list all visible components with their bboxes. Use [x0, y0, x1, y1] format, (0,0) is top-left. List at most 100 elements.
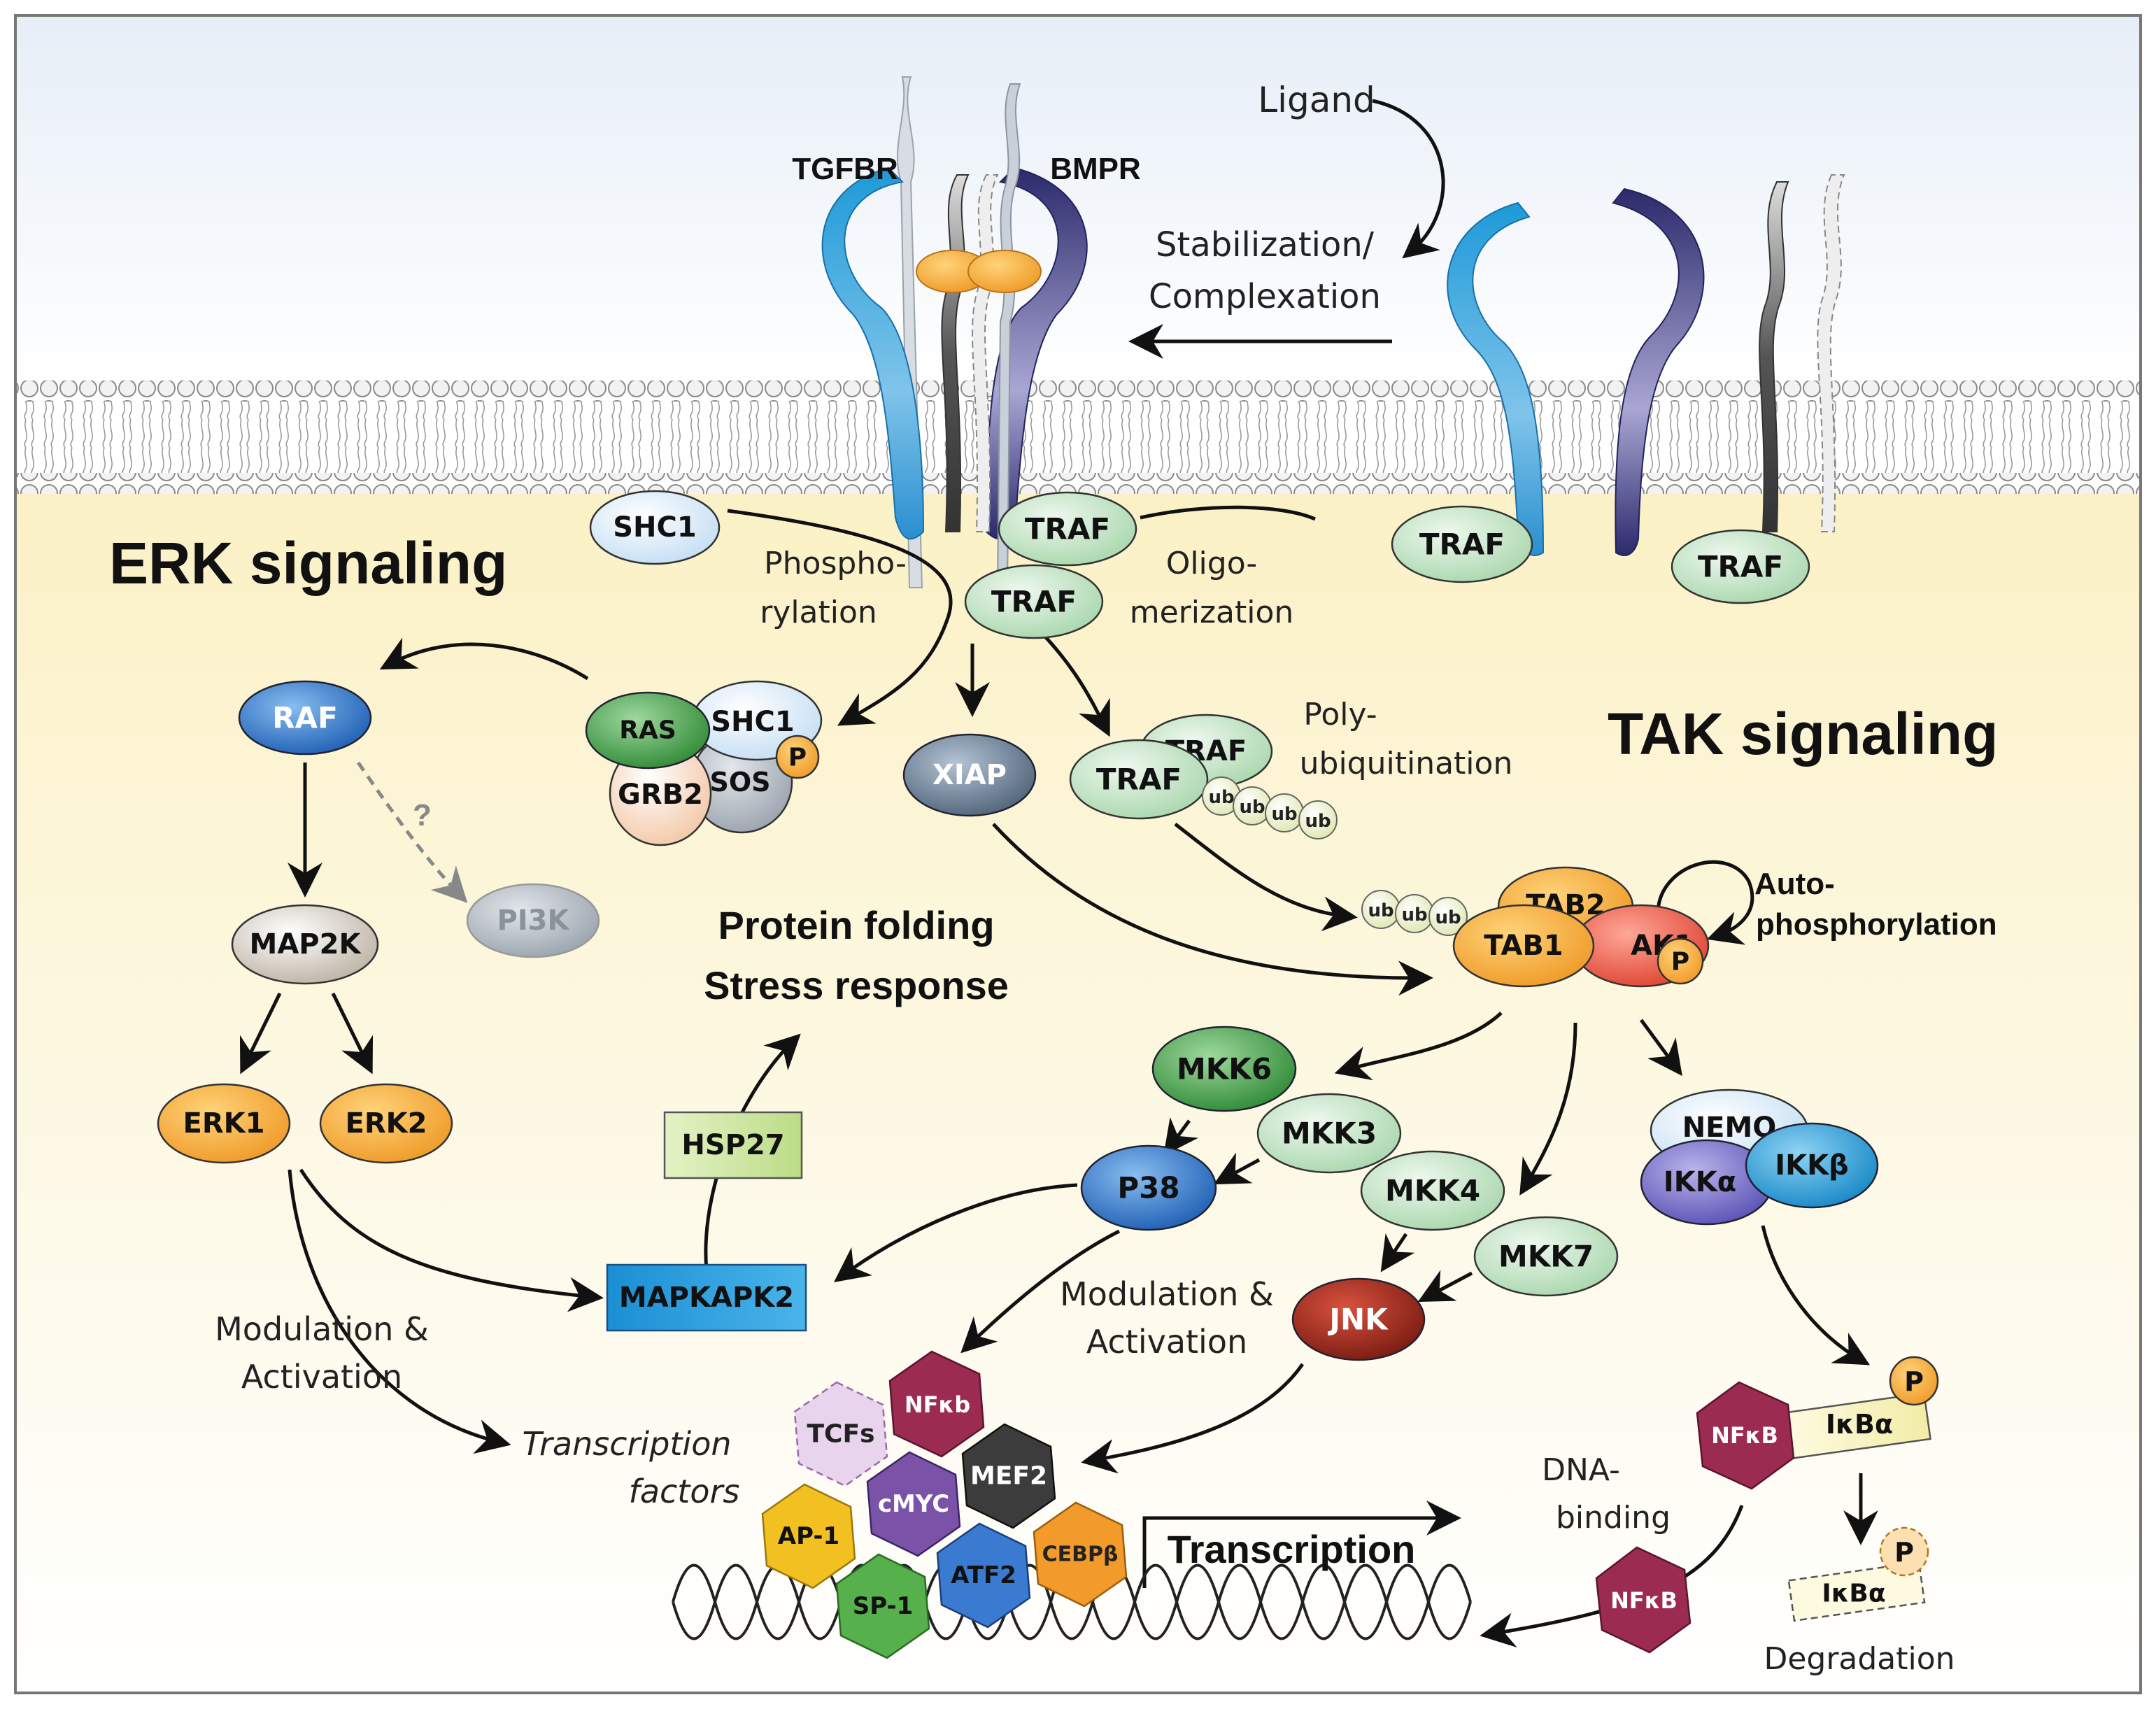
arrow-traf-oligo [1140, 505, 1317, 521]
svg-text:RAS: RAS [619, 716, 676, 745]
svg-text:ub: ub [1208, 787, 1234, 808]
xiap-node [902, 733, 1037, 817]
edges [239, 99, 1878, 1648]
svg-text:IκBα: IκBα [1826, 1409, 1893, 1440]
tf-nfkb [888, 1350, 985, 1458]
svg-text:SHC1: SHC1 [613, 511, 696, 544]
svg-text:NFκB: NFκB [1610, 1587, 1678, 1614]
svg-text:ub: ub [1401, 905, 1427, 926]
mkk7-node [1473, 1216, 1619, 1297]
traf-node-1 [998, 491, 1137, 567]
nfkb-right-hex [1696, 1381, 1795, 1490]
arrow-tak-mkk4 [1519, 1022, 1577, 1196]
jnk-node [1291, 1277, 1426, 1361]
extracellular-space [17, 17, 2139, 385]
raf-node [238, 680, 372, 756]
erk1-node [157, 1083, 291, 1164]
svg-text:ub: ub [1271, 804, 1297, 825]
receptor-navy-free [1612, 187, 1705, 556]
svg-text:ERK2: ERK2 [346, 1107, 427, 1140]
tab1-node [1452, 904, 1595, 988]
ikkb-node [1745, 1122, 1879, 1209]
svg-text:TRAF: TRAF [1096, 763, 1182, 797]
arrow-raf [379, 637, 589, 681]
label-dna-1: DNA- [1542, 1452, 1620, 1488]
label-polyub-1: Poly- [1303, 697, 1377, 732]
label-auto-2: phosphorylation [1756, 907, 1997, 942]
tf-ap1 [761, 1483, 856, 1589]
label-degradation: Degradation [1764, 1641, 1955, 1677]
label-dna-2: binding [1556, 1500, 1671, 1536]
arrow-map2k-erk1 [239, 992, 282, 1075]
phospho-3 [1889, 1356, 1939, 1406]
title-erk-signaling: ERK signaling [109, 530, 507, 596]
traf-node-3 [1391, 505, 1533, 583]
svg-text:MAPKAPK2: MAPKAPK2 [619, 1282, 794, 1314]
svg-text:ub: ub [1305, 811, 1331, 832]
svg-text:MEF2: MEF2 [970, 1462, 1047, 1491]
svg-text:ub: ub [1368, 900, 1393, 921]
label-mod-left-2: Activation [241, 1358, 402, 1396]
svg-text:SHC1: SHC1 [711, 706, 794, 738]
ras-node [585, 691, 711, 770]
svg-text:IκBα: IκBα [1822, 1580, 1885, 1608]
label-protein-folding: Protein folding [718, 903, 994, 947]
arrow-xiap-tak [992, 823, 1433, 996]
arrow-erk-tf [288, 1169, 511, 1454]
svg-text:IKKα: IKKα [1664, 1166, 1736, 1198]
label-transcription: Transcription [1168, 1527, 1416, 1571]
label-tf-2: factors [629, 1473, 740, 1510]
label-phospho-2: rylation [760, 595, 877, 630]
svg-text:XIAP: XIAP [932, 759, 1007, 791]
receptor-unbound-right [1447, 174, 1845, 556]
svg-text:TRAF: TRAF [1419, 527, 1505, 562]
svg-text:NFκb: NFκb [905, 1391, 970, 1418]
svg-text:SOS: SOS [709, 767, 770, 797]
label-mod-mid-1: Modulation & [1060, 1275, 1274, 1313]
traf-node-2 [964, 564, 1104, 639]
ikba-degraded-box [1787, 1561, 1926, 1622]
svg-text:GRB2: GRB2 [618, 779, 703, 811]
p38-node [1080, 1144, 1217, 1231]
erk2-node [319, 1083, 453, 1164]
svg-text:MKK7: MKK7 [1498, 1240, 1594, 1274]
svg-text:ub: ub [1239, 797, 1265, 818]
svg-text:ATF2: ATF2 [951, 1561, 1016, 1589]
ub-chain-tak: ub ub ub [1361, 890, 1468, 936]
label-polyub-2: ubiquitination [1300, 746, 1513, 781]
mapkapk2-box [606, 1263, 807, 1332]
tf-tcfs [793, 1381, 888, 1487]
arrow-jnk-tf [1081, 1363, 1305, 1474]
receptor-complex-left [821, 76, 1088, 588]
svg-text:ERK1: ERK1 [183, 1107, 265, 1140]
label-stress-response: Stress response [704, 963, 1009, 1007]
ligand-dimer-right [967, 250, 1042, 293]
arrow-erk-mapkapk2 [299, 1168, 604, 1312]
phospho-1 [775, 735, 820, 779]
label-complexation: Complexation [1149, 277, 1381, 316]
arrow-mkk6-p38 [1163, 1116, 1198, 1156]
tf-mef2 [961, 1423, 1056, 1529]
pi3k-node [466, 883, 600, 958]
mkk3-node [1256, 1093, 1402, 1174]
label-mod-left-1: Modulation & [215, 1310, 429, 1348]
arrow-ikk-ikba [1761, 1225, 1871, 1366]
arrow-p38-mapkapk2 [833, 1183, 1078, 1282]
traf-node-4 [1671, 529, 1810, 604]
phospho-2 [1657, 937, 1704, 985]
phospho-4 [1879, 1526, 1929, 1577]
map2k-node [231, 904, 379, 985]
label-tf-1: Transcription [522, 1425, 731, 1463]
arrow-mkk7-jnk [1417, 1270, 1473, 1303]
label-oligo-1: Oligo- [1166, 546, 1258, 581]
nfkb-dna-hex [1595, 1546, 1692, 1654]
arrow-map2k-erk2 [331, 992, 374, 1075]
arrow-tak-mkk6 [1334, 1012, 1503, 1081]
svg-text:AP-1: AP-1 [778, 1522, 839, 1550]
svg-text:TRAF: TRAF [1698, 550, 1783, 584]
svg-text:P38: P38 [1117, 1171, 1179, 1205]
label-oligo-2: merization [1130, 595, 1294, 630]
svg-text:P: P [1671, 948, 1689, 977]
arrow-tak-nemo [1639, 1019, 1682, 1077]
